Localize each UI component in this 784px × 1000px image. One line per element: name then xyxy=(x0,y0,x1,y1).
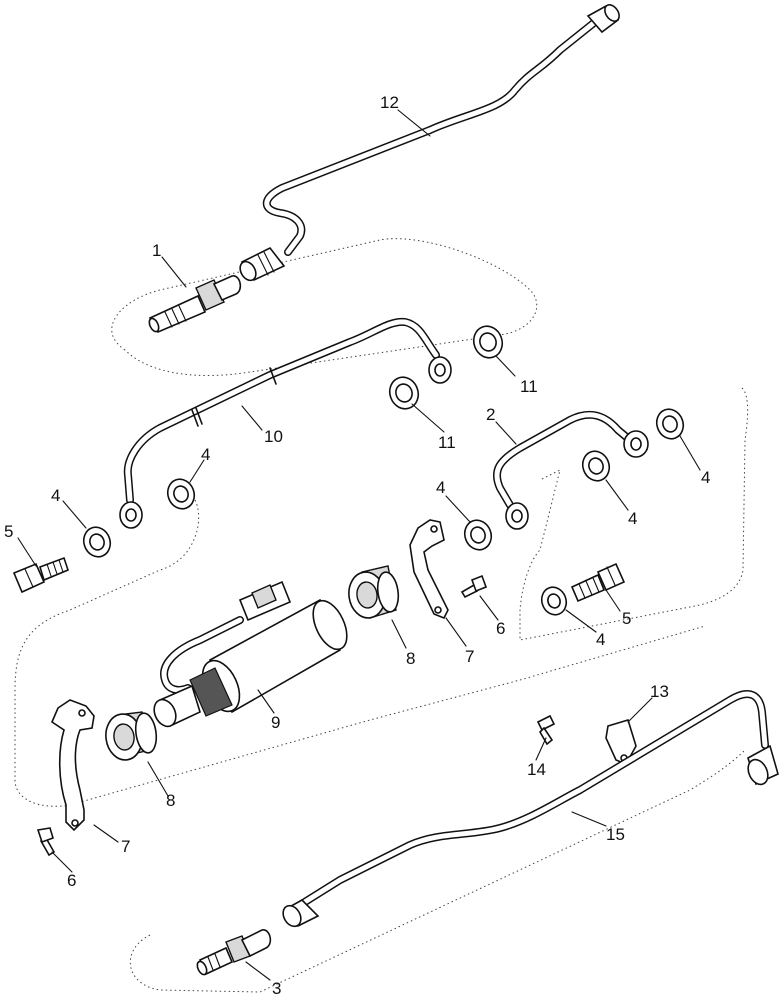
banjo-bolt-5-right[interactable] xyxy=(570,562,626,603)
callout-13: 13 xyxy=(650,682,669,701)
washer-4-lower-right[interactable] xyxy=(538,584,570,619)
callout-4-left-upper: 4 xyxy=(201,445,210,464)
callout-1: 1 xyxy=(152,241,161,260)
fuel-line-12[interactable] xyxy=(237,2,622,283)
callout-7-upper: 7 xyxy=(465,647,474,666)
callout-7-lower: 7 xyxy=(121,837,130,856)
callout-14: 14 xyxy=(527,760,546,779)
assembly-boundary-lower xyxy=(14,499,706,807)
callout-4-right: 4 xyxy=(701,468,710,487)
callout-4-left: 4 xyxy=(51,486,60,505)
callout-5-right: 5 xyxy=(622,609,631,628)
callout-8-lower: 8 xyxy=(166,791,175,810)
callout-9: 9 xyxy=(271,713,280,732)
fitting-1[interactable] xyxy=(147,275,242,334)
callout-11-upper: 11 xyxy=(520,377,538,396)
fitting-3[interactable] xyxy=(195,929,272,976)
callout-12: 12 xyxy=(380,93,399,112)
callout-3: 3 xyxy=(272,979,281,998)
callout-4-mid: 4 xyxy=(436,478,445,497)
bracket-7-lower[interactable] xyxy=(51,699,95,832)
leader-lines xyxy=(17,109,701,981)
callout-6-lower: 6 xyxy=(67,871,76,890)
washer-4-mid-right[interactable] xyxy=(579,447,614,484)
grommet-8-upper[interactable] xyxy=(346,565,401,620)
screw-6-upper[interactable] xyxy=(460,574,488,599)
washer-4-left[interactable] xyxy=(80,523,115,560)
callout-15: 15 xyxy=(606,825,625,844)
washer-4-right[interactable] xyxy=(653,405,688,442)
washer-4-left-upper[interactable] xyxy=(164,475,199,512)
callout-4-lower-right: 4 xyxy=(596,630,605,649)
fuel-pump-9[interactable] xyxy=(150,580,354,730)
callout-6-upper: 6 xyxy=(496,619,505,638)
callout-2: 2 xyxy=(486,405,495,424)
callout-11-lower: 11 xyxy=(438,433,456,452)
washer-11-upper[interactable] xyxy=(469,322,506,362)
grommet-8-lower[interactable] xyxy=(103,711,159,763)
callout-4-mid-right: 4 xyxy=(628,509,637,528)
callout-5-left: 5 xyxy=(4,522,13,541)
callout-10: 10 xyxy=(264,427,283,446)
assembly-boundary-upper xyxy=(111,238,538,376)
fuel-line-15[interactable] xyxy=(280,690,779,930)
washer-4-mid[interactable] xyxy=(461,516,496,553)
banjo-bolt-5-left[interactable] xyxy=(12,556,69,594)
fuel-line-2[interactable] xyxy=(492,410,649,530)
screw-14[interactable] xyxy=(536,714,556,746)
bracket-7-upper[interactable] xyxy=(409,519,449,620)
callout-labels: 12 1 11 11 10 2 4 4 4 4 4 4 5 5 6 6 7 7 … xyxy=(4,93,710,998)
screw-6-lower[interactable] xyxy=(36,827,56,857)
fuel-line-10[interactable] xyxy=(119,317,452,529)
callout-8-upper: 8 xyxy=(406,649,415,668)
washer-11-lower[interactable] xyxy=(385,373,422,413)
